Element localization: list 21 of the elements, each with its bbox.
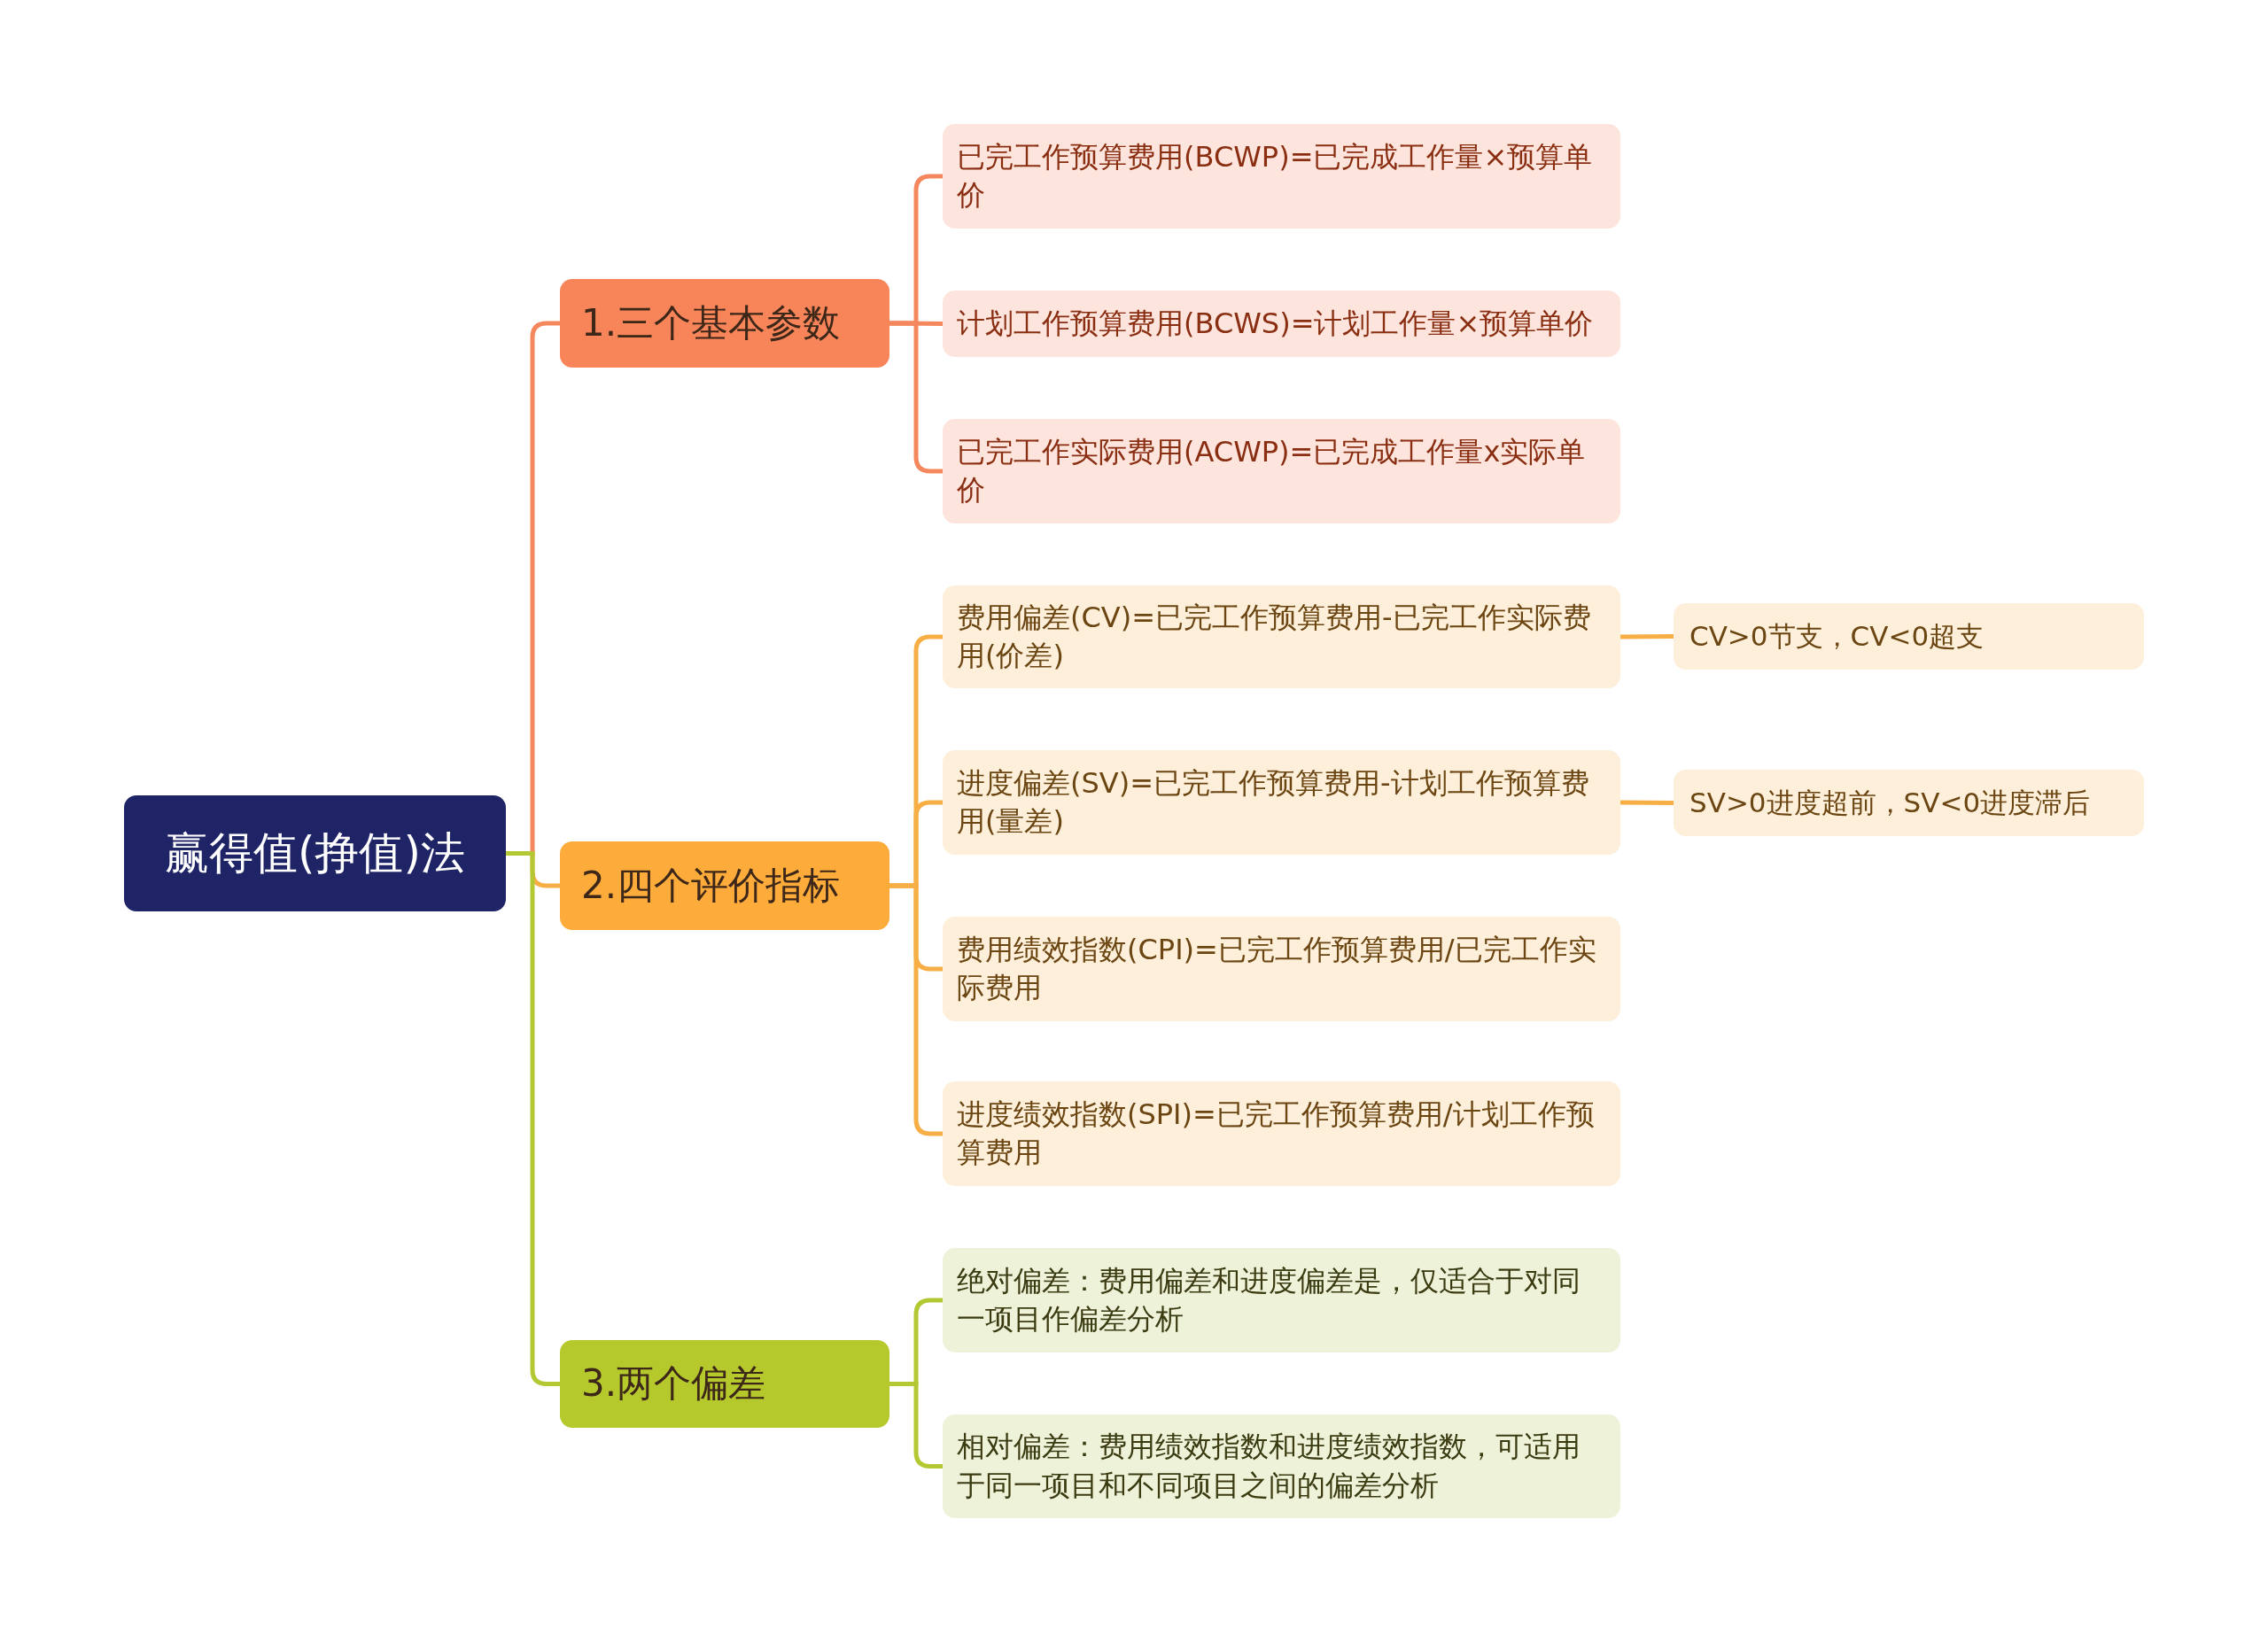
- connector-line: [889, 1382, 943, 1469]
- subtopic-box: 已完工作实际费用(ACWP)=已完成工作量x实际单价: [943, 419, 1620, 523]
- note-box: CV>0节支，CV<0超支: [1674, 603, 2144, 670]
- subtopic-box: 进度偏差(SV)=已完工作预算费用-计划工作预算费用(量差): [943, 750, 1620, 855]
- subtopic-box: 计划工作预算费用(BCWS)=计划工作量×预算单价: [943, 291, 1620, 357]
- central-topic-box: 赢得值(挣值)法: [124, 795, 506, 911]
- subtopic-box: 进度绩效指数(SPI)=已完工作预算费用/计划工作预算费用: [943, 1081, 1620, 1186]
- connector-line: [889, 883, 943, 1136]
- note-box: SV>0进度超前，SV<0进度滞后: [1674, 770, 2144, 836]
- subtopic-box: 费用绩效指数(CPI)=已完工作预算费用/已完工作实际费用: [943, 917, 1620, 1021]
- branch-topic-box: 2.四个评价指标: [560, 841, 889, 930]
- connector-line: [889, 321, 943, 474]
- subtopic-box: 相对偏差：费用绩效指数和进度绩效指数，可适用于同一项目和不同项目之间的偏差分析: [943, 1414, 1620, 1518]
- connector-line: [506, 851, 560, 1386]
- branch-topic-box: 1.三个基本参数: [560, 279, 889, 368]
- branch-topic-box: 3.两个偏差: [560, 1340, 889, 1428]
- subtopic-box: 费用偏差(CV)=已完工作预算费用-已完工作实际费用(价差): [943, 585, 1620, 688]
- subtopic-box: 绝对偏差：费用偏差和进度偏差是，仅适合于对同一项目作偏差分析: [943, 1248, 1620, 1352]
- subtopic-box: 已完工作预算费用(BCWP)=已完成工作量×预算单价: [943, 124, 1620, 229]
- connector-line: [1620, 634, 1674, 639]
- connector-line: [1620, 800, 1674, 805]
